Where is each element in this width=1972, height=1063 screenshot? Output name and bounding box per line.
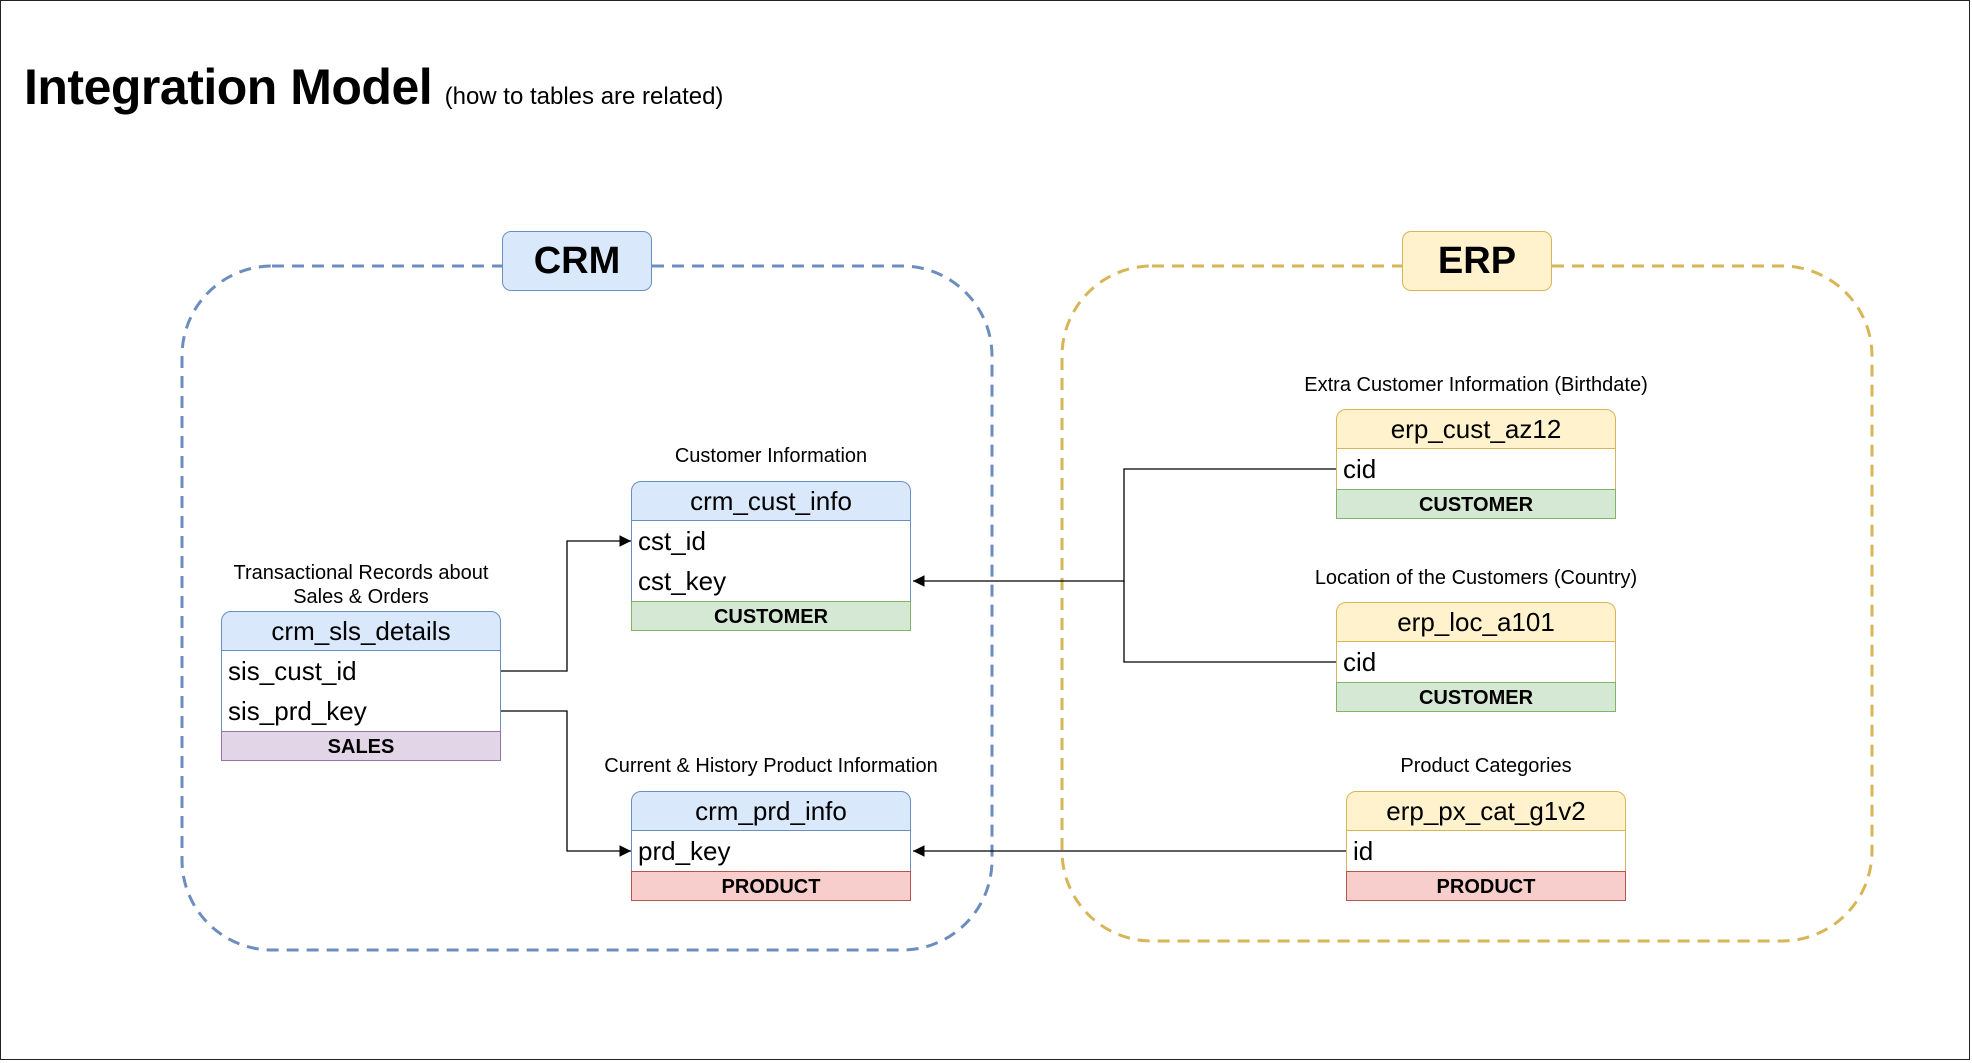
link-sls-cust-to-cust-info — [501, 535, 631, 672]
table-erp-cust-az12[interactable]: erp_cust_az12 cid CUSTOMER — [1336, 409, 1616, 519]
table-crm-cust-info[interactable]: crm_cust_info cst_id cst_key CUSTOMER — [631, 481, 911, 631]
table-erp-loc-a101[interactable]: erp_loc_a101 cid CUSTOMER — [1336, 602, 1616, 712]
link-a101-to-cust-info — [1123, 581, 1336, 663]
table-field: sis_prd_key — [228, 696, 367, 726]
table-header: crm_cust_info — [631, 481, 911, 521]
page-title: Integration Model (how to tables are rel… — [24, 58, 723, 116]
erp-group-label: ERP — [1402, 231, 1552, 291]
table-fields: cid — [1336, 449, 1616, 489]
caption-erp-loc-a101: Location of the Customers (Country) — [1314, 567, 1638, 589]
table-field: cid — [1343, 454, 1377, 484]
table-tag: SALES — [221, 731, 501, 761]
table-tag: CUSTOMER — [1336, 489, 1616, 519]
caption-erp-cust-az12: Extra Customer Information (Birthdate) — [1304, 374, 1648, 396]
table-fields: id — [1346, 831, 1626, 871]
table-field: id — [1353, 836, 1374, 866]
crm-group-label: CRM — [502, 231, 652, 291]
title-subtitle: (how to tables are related) — [444, 83, 724, 110]
link-az12-to-cust-info — [913, 468, 1336, 587]
table-field: prd_key — [638, 836, 731, 866]
table-fields: prd_key — [631, 831, 911, 871]
caption-crm-prd-info: Current & History Product Information — [604, 755, 938, 777]
table-fields: cst_id cst_key — [631, 521, 911, 601]
caption-crm-sls-details: Transactional Records about Sales & Orde… — [221, 561, 501, 609]
caption-crm-cust-info: Customer Information — [674, 445, 868, 467]
caption-erp-px-cat: Product Categories — [1400, 755, 1572, 777]
table-header: erp_loc_a101 — [1336, 602, 1616, 642]
caption-line: Sales & Orders — [293, 586, 429, 608]
table-erp-px-cat-g1v2[interactable]: erp_px_cat_g1v2 id PRODUCT — [1346, 791, 1626, 901]
table-crm-prd-info[interactable]: crm_prd_info prd_key PRODUCT — [631, 791, 911, 901]
table-crm-sls-details[interactable]: crm_sls_details sis_cust_id sis_prd_key … — [221, 611, 501, 761]
erp-group-boundary — [1060, 264, 1874, 943]
table-header: crm_sls_details — [221, 611, 501, 651]
link-sls-prd-to-prd-info — [501, 710, 631, 857]
crm-group-boundary — [180, 264, 994, 952]
title-main: Integration Model — [24, 59, 433, 115]
table-fields: sis_cust_id sis_prd_key — [221, 651, 501, 731]
table-field: cid — [1343, 647, 1377, 677]
table-field: sis_cust_id — [228, 656, 357, 686]
table-tag: CUSTOMER — [1336, 682, 1616, 712]
table-header: crm_prd_info — [631, 791, 911, 831]
table-tag: PRODUCT — [1346, 871, 1626, 901]
table-tag: CUSTOMER — [631, 601, 911, 631]
table-tag: PRODUCT — [631, 871, 911, 901]
table-header: erp_px_cat_g1v2 — [1346, 791, 1626, 831]
table-field: cst_key — [638, 566, 727, 596]
table-fields: cid — [1336, 642, 1616, 682]
table-header: erp_cust_az12 — [1336, 409, 1616, 449]
caption-line: Transactional Records about — [233, 562, 489, 584]
table-field: cst_id — [638, 526, 706, 556]
